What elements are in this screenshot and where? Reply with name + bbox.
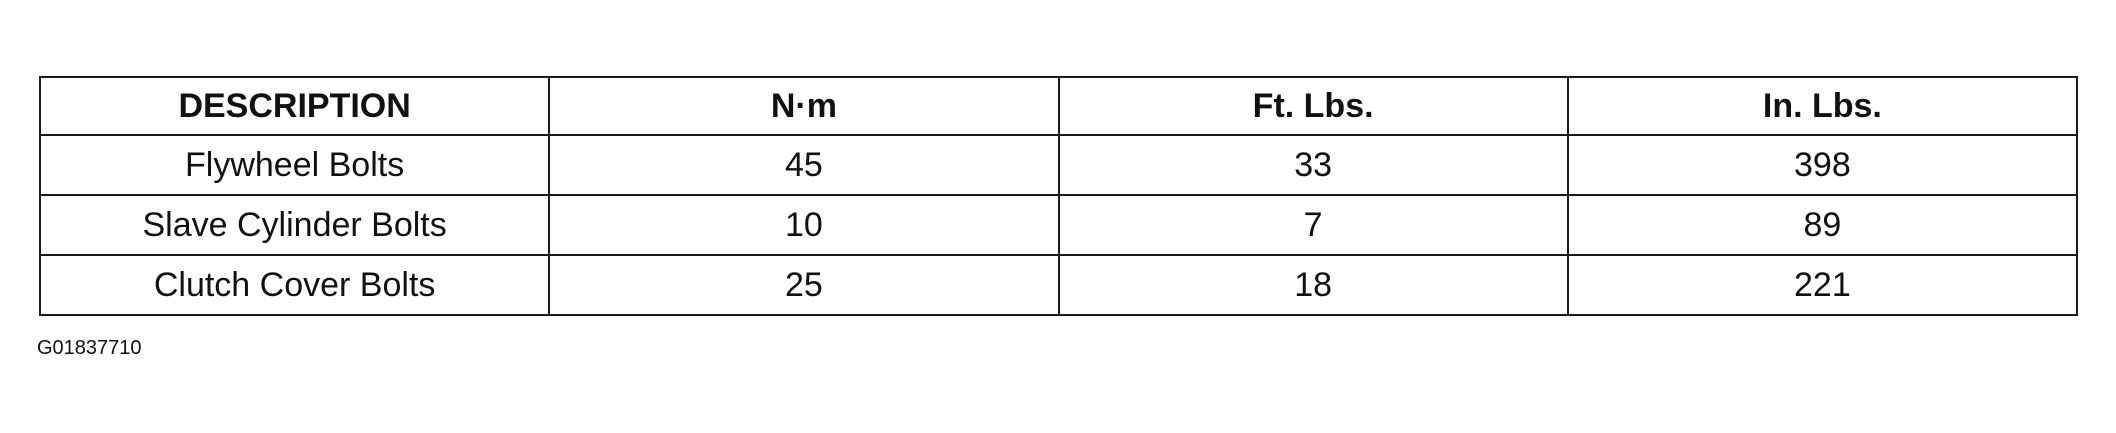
header-inch-pounds: In. Lbs.: [1566, 76, 2079, 136]
cell-foot-pounds: 33: [1057, 134, 1569, 196]
table-header: DESCRIPTION N·m Ft. Lbs. In. Lbs.: [38, 76, 2079, 136]
table-row: Slave Cylinder Bolts 10 7 89: [38, 194, 2079, 256]
header-row: DESCRIPTION N·m Ft. Lbs. In. Lbs.: [38, 76, 2079, 136]
figure-id: G01837710: [37, 337, 142, 359]
header-description: DESCRIPTION: [38, 76, 551, 136]
table-body: Flywheel Bolts 45 33 398 Slave Cylinder …: [38, 134, 2079, 316]
header-newton-meters: N·m: [548, 76, 1060, 136]
torque-spec-table: DESCRIPTION N·m Ft. Lbs. In. Lbs. Flywhe…: [38, 76, 2079, 316]
cell-newton-meters: 10: [548, 194, 1060, 256]
cell-description: Flywheel Bolts: [38, 134, 551, 196]
cell-newton-meters: 25: [548, 254, 1060, 316]
table-row: Flywheel Bolts 45 33 398: [38, 134, 2079, 196]
cell-inch-pounds: 221: [1566, 254, 2079, 316]
table-row: Clutch Cover Bolts 25 18 221: [38, 254, 2079, 316]
cell-foot-pounds: 7: [1057, 194, 1569, 256]
cell-foot-pounds: 18: [1057, 254, 1569, 316]
cell-inch-pounds: 89: [1566, 194, 2079, 256]
header-foot-pounds: Ft. Lbs.: [1057, 76, 1569, 136]
cell-description: Clutch Cover Bolts: [38, 254, 551, 316]
cell-description: Slave Cylinder Bolts: [38, 194, 551, 256]
cell-newton-meters: 45: [548, 134, 1060, 196]
cell-inch-pounds: 398: [1566, 134, 2079, 196]
